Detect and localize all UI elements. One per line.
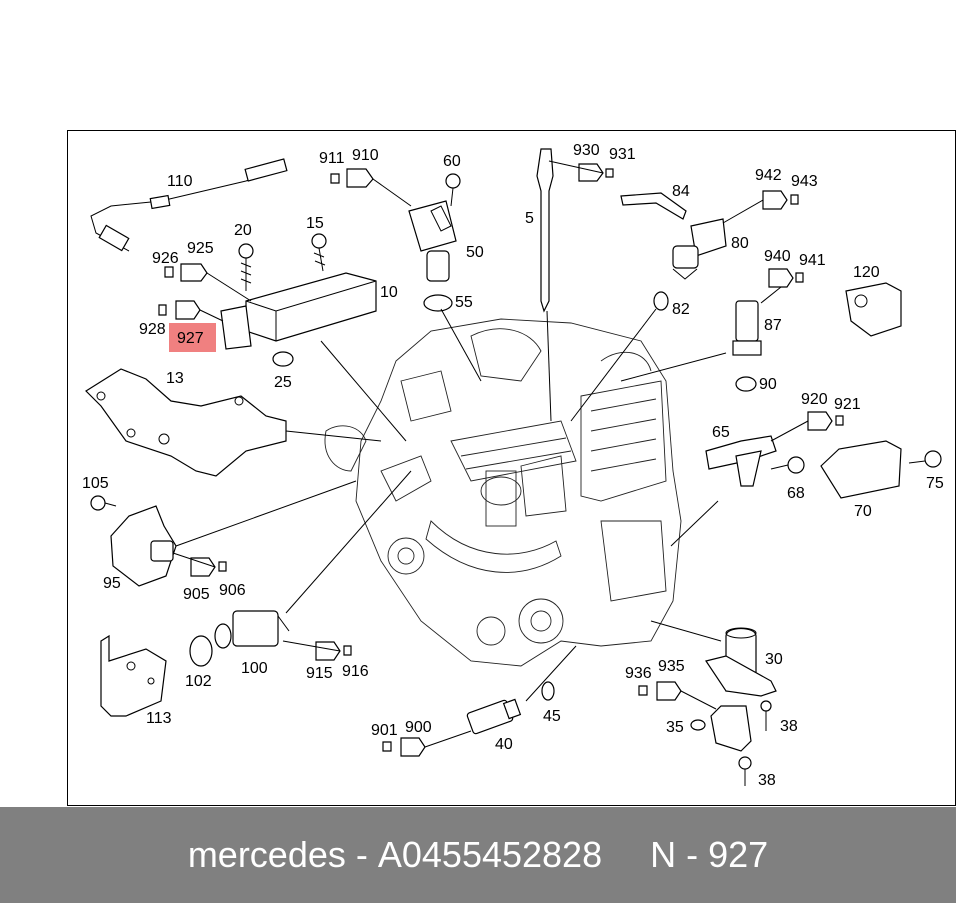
footer-bar: mercedes - A0455452828 N - 927 — [0, 807, 956, 903]
callout-927: 927 — [177, 330, 204, 347]
callout-925: 925 — [187, 240, 214, 257]
part-90-seal — [735, 376, 757, 392]
part-87-pressure-sensor — [732, 300, 762, 356]
part-60-screw — [445, 173, 461, 207]
part-105-screw — [90, 495, 117, 511]
callout-120: 120 — [853, 264, 880, 281]
callout-901: 901 — [371, 722, 398, 739]
callout-20: 20 — [234, 222, 252, 239]
part-70-cover — [820, 440, 902, 499]
callout-942: 942 — [755, 167, 782, 184]
callout-920: 920 — [801, 391, 828, 408]
diagram-drawing — [85, 148, 942, 786]
callout-940: 940 — [764, 248, 791, 265]
callout-911: 911 — [319, 150, 345, 167]
callout-40: 40 — [495, 736, 513, 753]
callout-926: 926 — [152, 250, 179, 267]
callout-38-upper: 38 — [780, 718, 798, 735]
callout-10: 10 — [380, 284, 398, 301]
callout-65: 65 — [712, 424, 730, 441]
part-20-bolt — [238, 243, 254, 291]
callout-87: 87 — [764, 317, 782, 334]
callout-25: 25 — [274, 374, 292, 391]
callout-921: 921 — [834, 396, 861, 413]
part-120-sensor — [845, 282, 902, 337]
callout-102: 102 — [185, 673, 212, 690]
callout-15: 15 — [306, 215, 324, 232]
part-25-grommet — [272, 351, 294, 367]
callout-60: 60 — [443, 153, 461, 170]
callout-5: 5 — [525, 210, 534, 227]
part-10-control-unit — [220, 272, 377, 350]
callout-110: 110 — [167, 173, 193, 190]
callout-38-lower: 38 — [758, 772, 776, 789]
callout-905: 905 — [183, 586, 210, 603]
part-102-oring — [189, 635, 213, 667]
part-5-glow-plug — [536, 148, 554, 313]
callout-90: 90 — [759, 376, 777, 393]
callout-95: 95 — [103, 575, 121, 592]
part-113-bracket — [100, 634, 167, 717]
part-55-oring — [423, 294, 453, 312]
callout-930: 930 — [573, 142, 600, 159]
part-100-valve — [214, 610, 290, 649]
part-number: A0455452828 — [377, 834, 603, 875]
part-80-sensor — [672, 218, 727, 280]
callout-80: 80 — [731, 235, 749, 252]
part-50-sensor — [408, 200, 457, 282]
callout-105: 105 — [82, 475, 109, 492]
callout-113: 113 — [146, 710, 172, 727]
callout-943: 943 — [791, 173, 818, 190]
callout-labels: 110 20 15 926 925 10 928 927 25 13 911 9… — [82, 142, 944, 789]
callout-916: 916 — [342, 663, 369, 680]
leader-lines — [172, 160, 809, 748]
callout-50: 50 — [466, 244, 484, 261]
callout-941: 941 — [799, 252, 826, 269]
highlight-box — [169, 323, 216, 352]
engine-assembly — [324, 318, 682, 667]
part-40-sensor — [466, 698, 522, 735]
callout-84: 84 — [672, 183, 690, 200]
part-82-oring — [653, 291, 669, 311]
callout-936: 936 — [625, 665, 652, 682]
connector-symbols — [158, 163, 844, 757]
parts-diagram: 110 20 15 926 925 10 928 927 25 13 911 9… — [67, 130, 956, 806]
callout-35: 35 — [666, 719, 684, 736]
part-65-sensor — [705, 435, 777, 487]
callout-13: 13 — [166, 370, 184, 387]
callout-910: 910 — [352, 147, 379, 164]
callout-82: 82 — [672, 301, 690, 318]
part-68-screw — [770, 456, 805, 474]
part-15-bolt — [311, 233, 327, 272]
callout-915: 915 — [306, 665, 333, 682]
part-38-bolts — [710, 700, 772, 786]
callout-55: 55 — [455, 294, 473, 311]
callout-906: 906 — [219, 582, 246, 599]
part-84-clip — [620, 192, 687, 220]
part-35-washer — [690, 719, 706, 731]
callout-931: 931 — [609, 146, 636, 163]
position-label: N - 927 — [650, 834, 769, 875]
callout-100: 100 — [241, 660, 268, 677]
callout-68: 68 — [787, 485, 805, 502]
part-75-screw — [908, 450, 942, 468]
part-95-sensor — [110, 505, 177, 587]
callout-900: 900 — [405, 719, 432, 736]
callout-75: 75 — [926, 475, 944, 492]
part-110-sensor-cable — [90, 158, 288, 252]
callout-70: 70 — [854, 503, 872, 520]
part-30-sensor — [705, 627, 777, 697]
part-45-oring — [541, 681, 555, 701]
brand-label: mercedes - — [187, 834, 368, 875]
callout-935: 935 — [658, 658, 685, 675]
callout-30: 30 — [765, 651, 783, 668]
callout-45: 45 — [543, 708, 561, 725]
callout-928: 928 — [139, 321, 166, 338]
